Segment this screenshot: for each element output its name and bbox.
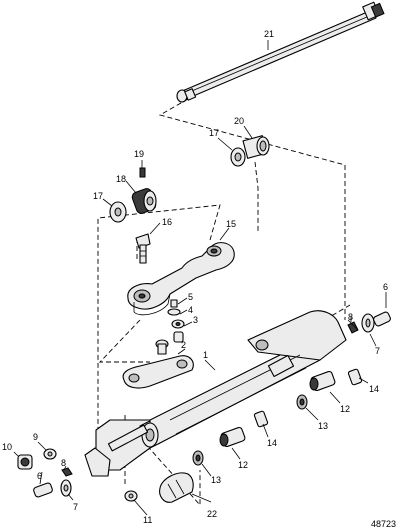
callout-9: 9 [33, 432, 38, 442]
callout-18: 18 [116, 174, 126, 184]
figure-number: 48723 [371, 519, 396, 529]
sleeve-part-20 [242, 135, 270, 159]
cylinder-part-1 [84, 310, 347, 477]
washer-part-17-right [230, 147, 246, 167]
callout-22: 22 [207, 509, 217, 519]
callout-6-right: 6 [383, 282, 388, 292]
callout-17-left: 17 [93, 191, 103, 201]
washer-part-17-left [109, 201, 127, 223]
callout-19: 19 [134, 149, 144, 159]
bolt-part-16 [135, 233, 151, 264]
callout-13-right: 13 [318, 421, 328, 431]
callout-11: 11 [143, 515, 152, 525]
callout-20: 20 [234, 116, 244, 126]
callout-14-right: 14 [369, 384, 379, 394]
callout-2: 2 [181, 340, 186, 350]
callout-13-left: 13 [211, 475, 221, 485]
callout-16: 16 [162, 217, 172, 227]
callout-7-left: 7 [73, 502, 78, 512]
callout-14-left: 14 [267, 438, 277, 448]
fittings-right-12-13-14 [296, 368, 363, 410]
callout-4: 4 [188, 305, 193, 315]
fittings-left-6-11 [17, 448, 138, 502]
set-screw-part-19 [139, 167, 146, 178]
callout-21: 21 [264, 29, 274, 39]
callout-6-left: 6 [37, 471, 42, 481]
callout-leaders [13, 40, 387, 516]
callout-12-left: 12 [238, 460, 248, 470]
callout-17-right: 17 [209, 128, 219, 138]
callout-12-right: 12 [340, 404, 350, 414]
callout-8-right: 8 [348, 312, 353, 322]
bracket-part-2 [122, 355, 194, 389]
fittings-right-6-7-8 [347, 311, 391, 334]
fittings-left-12-13-14 [192, 410, 269, 466]
roller-part-18 [131, 188, 157, 214]
callout-8-left: 8 [61, 458, 66, 468]
cover-part-22 [159, 472, 194, 503]
callout-3: 3 [193, 315, 198, 325]
callout-7-right: 7 [375, 346, 380, 356]
callout-15: 15 [226, 219, 236, 229]
callout-labels: 21 20 17 19 18 17 16 15 5 4 3 2 1 6 8 7 … [2, 29, 388, 525]
callout-10: 10 [2, 442, 12, 452]
callout-1: 1 [203, 350, 208, 360]
hardware-parts-3-5 [155, 299, 185, 355]
lever-arm-part-15 [127, 242, 235, 316]
callout-5: 5 [188, 292, 193, 302]
rod-part-21 [176, 1, 385, 103]
